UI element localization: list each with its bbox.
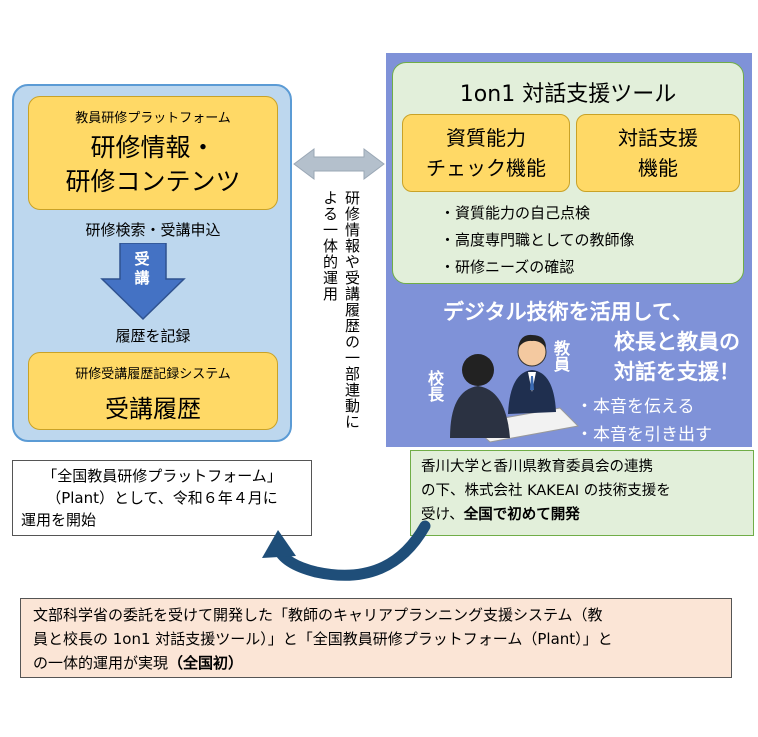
training-content-title: 研修情報・ 研修コンテンツ xyxy=(65,133,241,196)
headline-support: 対話を支援！ xyxy=(614,360,740,384)
search-apply-label: 研修検索・受講申込 xyxy=(85,221,221,239)
headline-principal-teacher: 校長と教員の xyxy=(614,330,740,354)
first-in-japan-emphasis: 全国で初めて開発 xyxy=(463,507,580,523)
first-nationwide-emphasis: （全国初） xyxy=(168,654,244,672)
point-express: ・本音を伝える xyxy=(576,397,695,417)
meeting-illustration xyxy=(450,334,580,443)
bullet-training-needs: ・研修ニーズの確認 xyxy=(440,258,575,276)
record-history-label: 履歴を記録 xyxy=(115,327,191,345)
history-title: 受講履歴 xyxy=(105,395,201,423)
curved-arrow-icon xyxy=(262,520,431,581)
point-draw-out: ・本音を引き出す xyxy=(576,425,712,445)
competency-check-box: 資質能力 チェック機能 xyxy=(402,114,570,192)
teacher-label: 教員 xyxy=(551,340,570,372)
attend-label: 受講 xyxy=(134,250,150,287)
history-system-label: 研修受講履歴記録システム xyxy=(75,367,231,382)
bullet-self-check: ・資質能力の自己点検 xyxy=(440,204,591,222)
down-arrow-icon xyxy=(100,243,186,321)
platform-label: 教員研修プラットフォーム xyxy=(75,111,231,126)
principal-label: 校長 xyxy=(425,370,444,402)
double-arrow-icon xyxy=(293,148,385,180)
training-content-box: 教員研修プラットフォーム 研修情報・ 研修コンテンツ xyxy=(28,96,278,210)
note-integration: 文部科学省の委託を受けて開発した「教師のキャリアプランニング支援システム（教 員… xyxy=(20,598,732,678)
note-plant-launch: 「全国教員研修プラットフォーム」 （Plant）として、令和６年４月に 運用を開… xyxy=(12,460,312,536)
dialogue-tool-title: 1on1 対話支援ツール xyxy=(459,82,677,107)
integration-vertical-text: 研修情報や受講履歴の一部連動による一体的運用 xyxy=(321,190,361,430)
note-development: 香川大学と香川県教育委員会の連携 の下、株式会社 KAKEAI の技術支援を 受… xyxy=(410,450,754,536)
headline-digital: デジタル技術を活用して、 xyxy=(443,300,693,324)
dialogue-support-box: 対話支援 機能 xyxy=(576,114,740,192)
bullet-teacher-image: ・高度専門職としての教師像 xyxy=(440,231,635,249)
history-system-box: 研修受講履歴記録システム 受講履歴 xyxy=(28,352,278,430)
